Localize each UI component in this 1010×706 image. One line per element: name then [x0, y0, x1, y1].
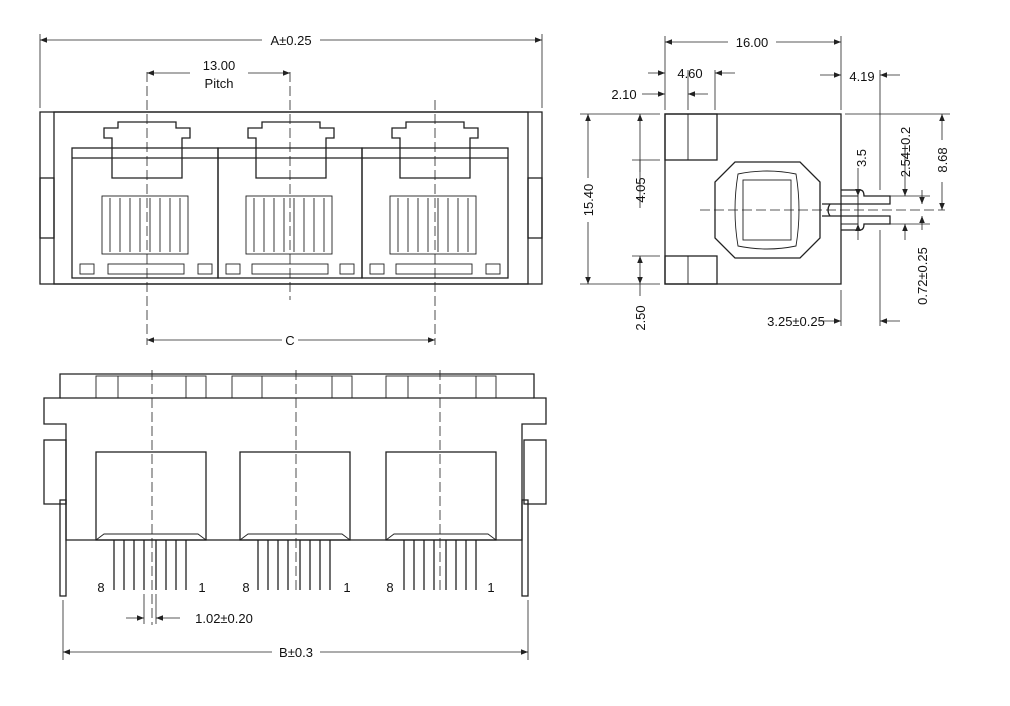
dim-pitch-label: Pitch	[205, 76, 234, 91]
side-bottom-block	[664, 255, 718, 285]
dim-lower: 2.50	[633, 305, 648, 330]
port-1-pin-1: 1	[198, 580, 205, 595]
side-jack-outline	[714, 161, 821, 259]
dim-pitch-value: 13.00	[203, 58, 236, 73]
port-3-pin-8: 8	[386, 580, 393, 595]
dim-length: 16.00	[736, 35, 769, 50]
port-1	[79, 121, 213, 275]
front-right-latch	[527, 177, 543, 239]
bottom-port-1	[95, 451, 207, 541]
dim-pin-spacing: 2.54±0.2	[898, 127, 913, 178]
port-1-pin-8: 8	[97, 580, 104, 595]
bottom-left-latch	[43, 439, 67, 505]
dim-pin-width: 3.5	[854, 149, 869, 167]
dim-offset-b: 2.10	[611, 87, 636, 102]
dim-offset-c: 4.19	[849, 69, 874, 84]
front-left-latch	[39, 177, 55, 239]
dim-offset-a: 4.60	[677, 66, 702, 81]
bottom-body	[43, 373, 547, 541]
port-2-pin-8: 8	[242, 580, 249, 595]
dim-upper: 4.05	[633, 177, 648, 202]
bottom-pins-3	[403, 540, 477, 590]
bottom-right-latch	[523, 439, 547, 505]
side-top-block	[664, 113, 718, 161]
port-3-pin-1: 1	[487, 580, 494, 595]
dim-center-c: C	[285, 333, 294, 348]
dim-pin-thickness: 0.72±0.25	[915, 247, 930, 305]
dim-pin-pitch: 1.02±0.20	[195, 611, 253, 626]
dim-overall-b: B±0.3	[279, 645, 313, 660]
side-view: 16.00 4.60 2.10 4.19 15.40 4.05 2.50	[580, 35, 950, 331]
dim-height: 15.40	[581, 184, 596, 217]
front-inner-frame	[53, 111, 529, 285]
bottom-pins-2	[257, 540, 331, 590]
front-view: A±0.25 13.00 Pitch C	[39, 33, 543, 348]
bottom-pins-1	[113, 540, 187, 590]
port-2-pin-1: 1	[343, 580, 350, 595]
bottom-view: 8 1 8 1 8 1 1.02±0.20 B±0.3	[43, 370, 547, 660]
front-body	[39, 111, 543, 285]
dim-pin-length: 3.25±0.25	[767, 314, 825, 329]
dim-width-a: A±0.25	[270, 33, 311, 48]
dim-total-height: 8.68	[935, 147, 950, 172]
side-body	[664, 113, 842, 285]
port-3	[369, 121, 501, 275]
bottom-port-2	[239, 451, 351, 541]
port-1-frame	[71, 147, 219, 279]
bottom-port-3	[385, 451, 497, 541]
